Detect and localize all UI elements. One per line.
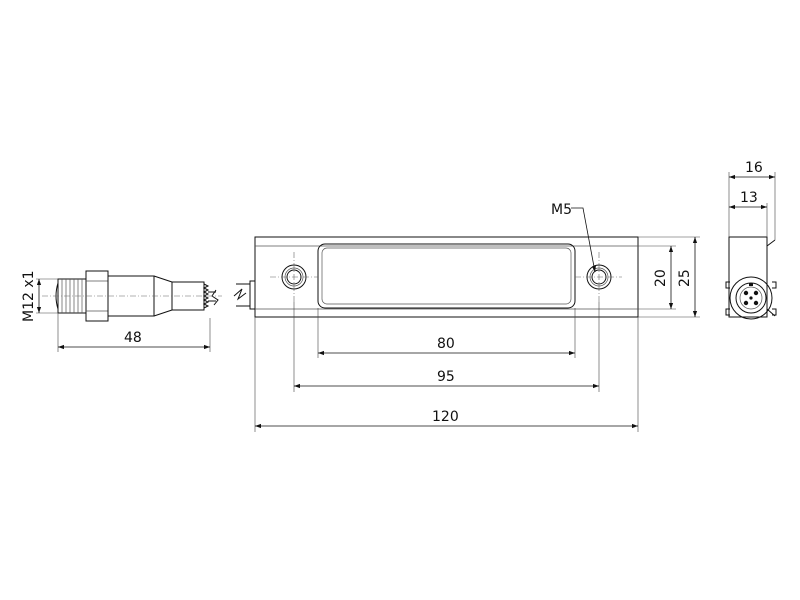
dim-thread: M12 x1 <box>21 270 58 322</box>
sensor-side-view <box>725 236 777 320</box>
inner-height-label: 20 <box>653 269 669 287</box>
hole-thread-label: M5 <box>551 202 572 218</box>
dim-connector-length: 48 <box>57 313 211 352</box>
overall-height-label: 25 <box>677 269 693 287</box>
side-width-label: 16 <box>745 160 763 176</box>
m12-connector-view <box>42 270 222 322</box>
hole-spacing-label: 95 <box>437 369 455 385</box>
dim-side-inner-width: 13 <box>729 190 768 237</box>
connector-length-label: 48 <box>124 330 142 346</box>
callout-hole-thread: M5 <box>551 202 596 273</box>
thread-label: M12 x1 <box>21 270 37 322</box>
dim-hole-spacing: 95 <box>293 302 600 392</box>
dim-side-width: 16 <box>728 160 776 240</box>
dim-slot-length: 80 <box>317 308 576 358</box>
overall-length-label: 120 <box>432 409 459 425</box>
side-inner-width-label: 13 <box>740 190 758 206</box>
slot-length-label: 80 <box>437 336 455 352</box>
dim-inner-height: 20 <box>638 245 676 310</box>
sensor-body-front-view <box>233 236 639 318</box>
dim-overall-height: 25 <box>638 236 700 318</box>
dim-overall-length: 120 <box>254 317 639 432</box>
